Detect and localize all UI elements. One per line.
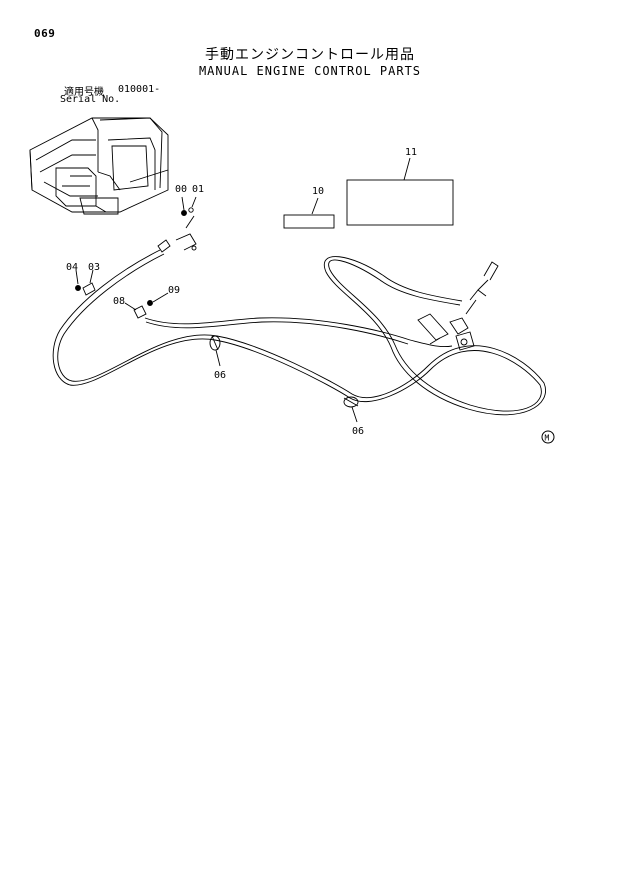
- callout-09: 09: [168, 285, 180, 296]
- parts-00-01: [181, 196, 197, 216]
- control-lever-assembly: [417, 261, 499, 351]
- callout-06-a: 06: [214, 370, 226, 381]
- clamp-06-b: [343, 396, 359, 408]
- callout-11: 11: [405, 147, 417, 158]
- page-number: 069: [34, 27, 56, 40]
- cable-end-upper: [157, 215, 197, 253]
- decal-10: [283, 197, 335, 229]
- callout-03: 03: [88, 262, 100, 273]
- serial-label-en: Serial No.: [60, 94, 121, 105]
- callout-06-b: 06: [352, 426, 364, 437]
- m-mark-icon: [541, 430, 555, 444]
- clamp-06-a: [209, 335, 221, 351]
- serial-label-jp: 適用号機: [64, 87, 104, 98]
- plate-11: [346, 157, 454, 226]
- control-cable: [52, 249, 546, 416]
- page-title-en: MANUAL ENGINE CONTROL PARTS: [198, 64, 422, 78]
- parts-03-04: [75, 269, 96, 296]
- callout-00: 00: [175, 184, 187, 195]
- page-title-jp: 手動エンジンコントロール用品: [205, 47, 415, 63]
- machine-cab-illustration: [29, 117, 169, 215]
- callout-10: 10: [312, 186, 324, 197]
- callout-01: 01: [192, 184, 204, 195]
- callout-04: 04: [66, 262, 78, 273]
- callout-08: 08: [113, 296, 125, 307]
- m-mark-label: M: [545, 434, 550, 443]
- leader-lines: [215, 349, 358, 423]
- serial-value: 010001-: [118, 84, 161, 95]
- parts-08-09: [124, 292, 169, 319]
